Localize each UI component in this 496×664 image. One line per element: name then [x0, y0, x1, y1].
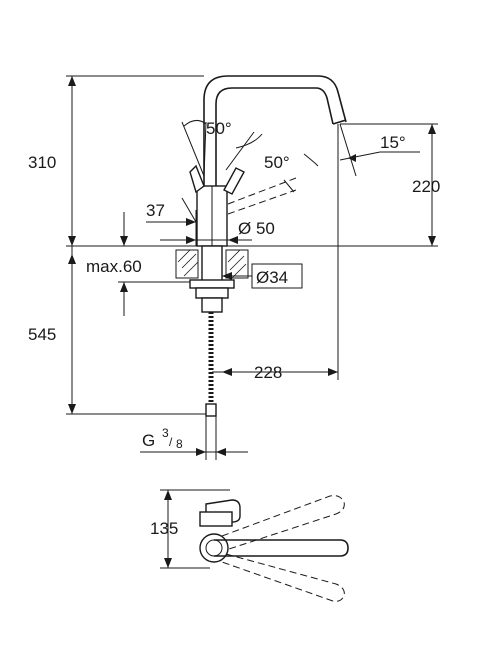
- angle-arc-2: [235, 133, 263, 149]
- top-spout-swivel-up: [221, 495, 345, 551]
- angle-leader-1: [181, 121, 205, 177]
- top-view: 135: [150, 489, 349, 602]
- lever-handle: [223, 167, 245, 195]
- spout-outer: [203, 75, 347, 190]
- lever-alt-1: [227, 177, 297, 205]
- label-15-deg: 15°: [380, 133, 406, 152]
- label-thread-slash: /: [169, 435, 173, 449]
- label-220: 220: [412, 177, 440, 196]
- mounting-nut-lower: [195, 287, 229, 299]
- side-view: 310 545 220 228 50° 50° 15° 37 Ø 50 max.…: [28, 75, 440, 460]
- label-545: 545: [28, 325, 56, 344]
- label-d50: Ø 50: [238, 219, 275, 238]
- angle-arc-3: [303, 153, 319, 167]
- label-max60: max.60: [86, 257, 142, 276]
- angle-leader-4: [283, 179, 295, 193]
- shank: [201, 245, 223, 285]
- label-310: 310: [28, 153, 56, 172]
- spout-inner: [215, 87, 334, 190]
- spout-tip: [332, 119, 347, 125]
- top-spout-swivel-down: [221, 553, 345, 602]
- label-thread-num: 3: [162, 426, 169, 440]
- top-lever-plate: [199, 511, 233, 527]
- angle-leader-3: [225, 131, 255, 171]
- label-37: 37: [146, 201, 165, 220]
- mounting-nut: [189, 279, 235, 289]
- threaded-stud: [201, 297, 223, 313]
- label-angle-top: 50°: [206, 119, 232, 138]
- label-thread-den: 8: [176, 437, 183, 451]
- angle-leader-2: [203, 121, 207, 177]
- spout-angle-line: [339, 123, 357, 177]
- label-228: 228: [254, 363, 282, 382]
- spout-angle-leader: [339, 151, 381, 161]
- lever-upper: [189, 164, 205, 194]
- hose-connector: [205, 403, 217, 417]
- label-angle-side: 50°: [264, 153, 290, 172]
- top-base-outer: [199, 533, 229, 563]
- label-thread-prefix: G: [142, 431, 155, 450]
- label-d34: Ø34: [256, 268, 288, 287]
- angle-arc-1: [183, 120, 207, 127]
- spout-angle-arrow: [348, 154, 356, 162]
- label-135: 135: [150, 519, 178, 538]
- lever-alt-2: [227, 189, 297, 215]
- top-spout: [214, 539, 349, 557]
